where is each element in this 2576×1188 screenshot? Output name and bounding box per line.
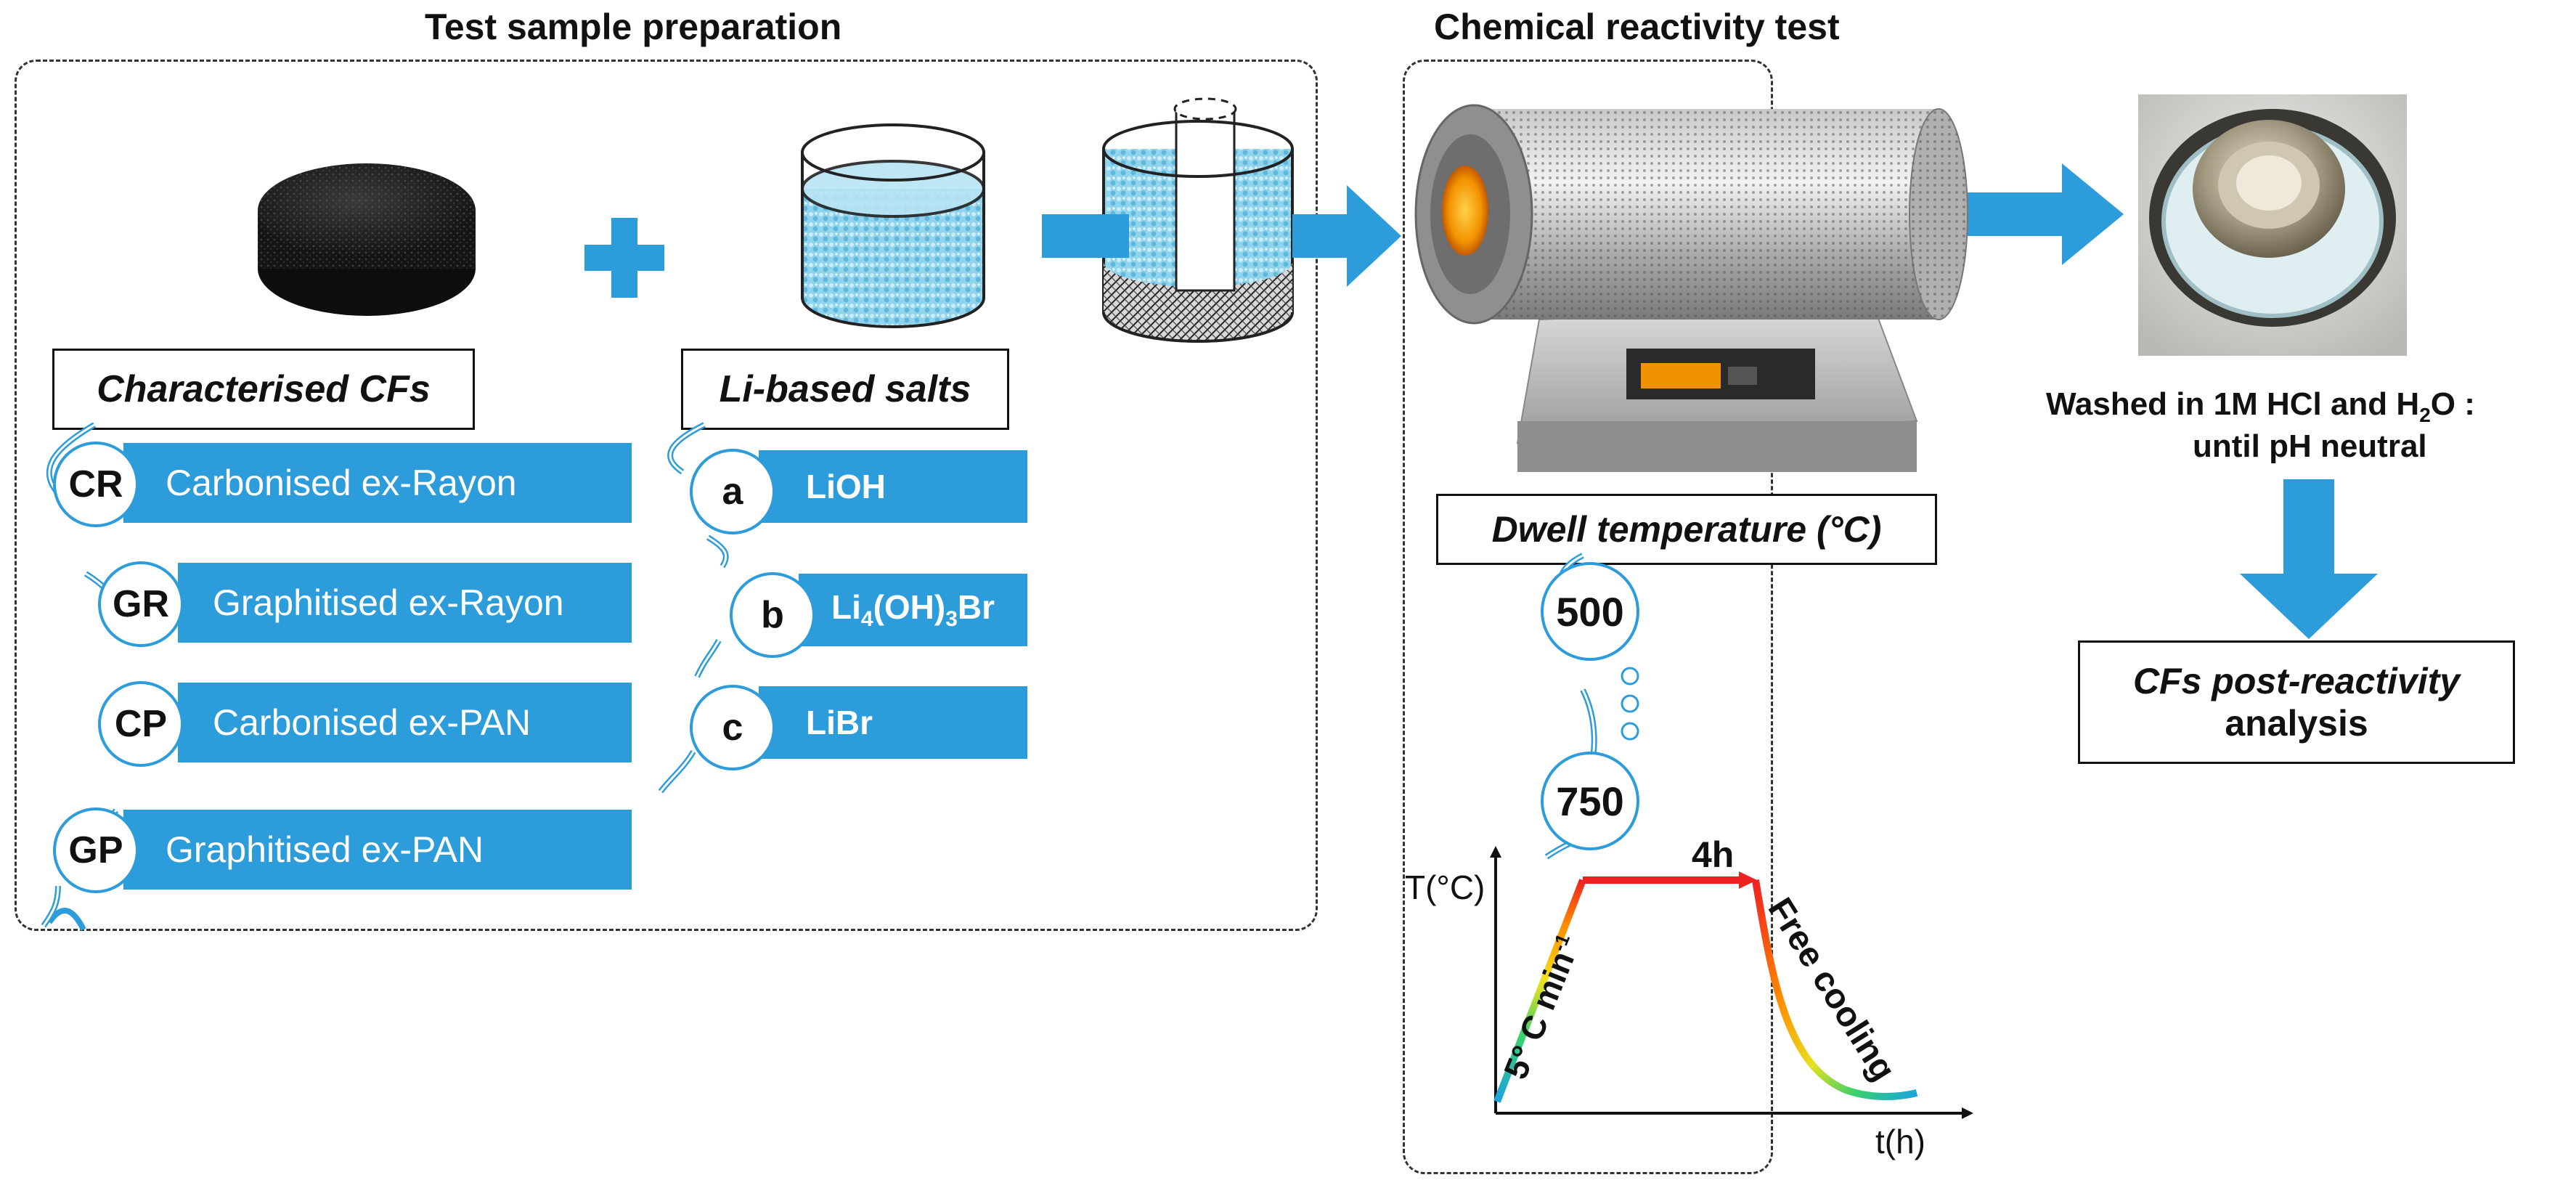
salt-bar-b: Li4(OH)3Br xyxy=(799,574,1027,646)
salt-bar-a: LiOH xyxy=(759,450,1027,523)
prep-panel xyxy=(15,60,1318,931)
cf-bar-cr: Carbonised ex-Rayon xyxy=(123,443,632,523)
ellipsis-dots xyxy=(1621,667,1639,741)
cf-bar-gr: Graphitised ex-Rayon xyxy=(178,563,632,643)
analysis-line2: analysis xyxy=(2225,703,2368,744)
prep-section-title: Test sample preparation xyxy=(425,7,842,47)
cf-bar-gp: Graphitised ex-PAN xyxy=(123,810,632,890)
salt-label-a: LiOH xyxy=(806,468,886,505)
salt-label-b: Li4(OH)3Br xyxy=(831,588,995,632)
salt-label-c: LiBr xyxy=(806,704,873,741)
graph-x-axis-label: t(h) xyxy=(1875,1123,1925,1160)
analysis-line1: CFs post-reactivity xyxy=(2132,661,2461,701)
salt-bar-c: LiBr xyxy=(759,686,1027,759)
temperature-profile-graph xyxy=(1490,846,1973,1119)
temperature-750: 750 xyxy=(1541,752,1639,850)
sample-crucible-image xyxy=(1102,97,1294,343)
cf-list-header: Characterised CFs xyxy=(52,349,475,430)
arrow-to-furnace xyxy=(1042,185,1401,287)
salt-list-header: Li-based salts xyxy=(681,349,1009,430)
tube-furnace-image xyxy=(1414,104,1968,472)
graph-y-axis-label: T(°C) xyxy=(1405,868,1485,906)
temperature-500: 500 xyxy=(1541,562,1639,661)
post-analysis-box: CFs post-reactivity analysis xyxy=(2078,640,2515,764)
salt-beaker-image xyxy=(801,123,985,328)
plus-icon xyxy=(584,218,664,298)
washing-bowl-image xyxy=(2138,94,2407,356)
cf-label-gp: Graphitised ex-PAN xyxy=(166,829,484,870)
cf-code-gp: GP xyxy=(53,807,139,893)
washing-text-line2: until pH neutral xyxy=(2193,428,2427,464)
salt-code-b: b xyxy=(730,572,815,658)
salt-code-c: c xyxy=(690,685,775,770)
salt-connector-curves xyxy=(658,422,729,794)
arrow-to-washing xyxy=(1960,163,2124,265)
salt-code-a: a xyxy=(690,449,775,534)
washing-text-line1: Washed in 1M HCl and H2O : xyxy=(2046,386,2475,426)
graph-hold-label: 4h xyxy=(1692,834,1735,875)
reactivity-section-title: Chemical reactivity test xyxy=(1434,7,1840,47)
reactivity-panel xyxy=(1403,60,1773,1174)
cf-label-cr: Carbonised ex-Rayon xyxy=(166,463,517,503)
cf-bar-cp: Carbonised ex-PAN xyxy=(178,683,632,762)
arrow-to-analysis xyxy=(2240,479,2378,639)
cf-code-cr: CR xyxy=(53,442,139,527)
dwell-temperature-header: Dwell temperature (°C) xyxy=(1436,494,1937,565)
carbon-fibre-disc-image xyxy=(258,163,476,316)
cf-code-cp: CP xyxy=(98,681,184,767)
cf-label-cp: Carbonised ex-PAN xyxy=(213,702,531,743)
cf-label-gr: Graphitised ex-Rayon xyxy=(213,582,564,623)
cf-code-gr: GR xyxy=(98,561,184,647)
